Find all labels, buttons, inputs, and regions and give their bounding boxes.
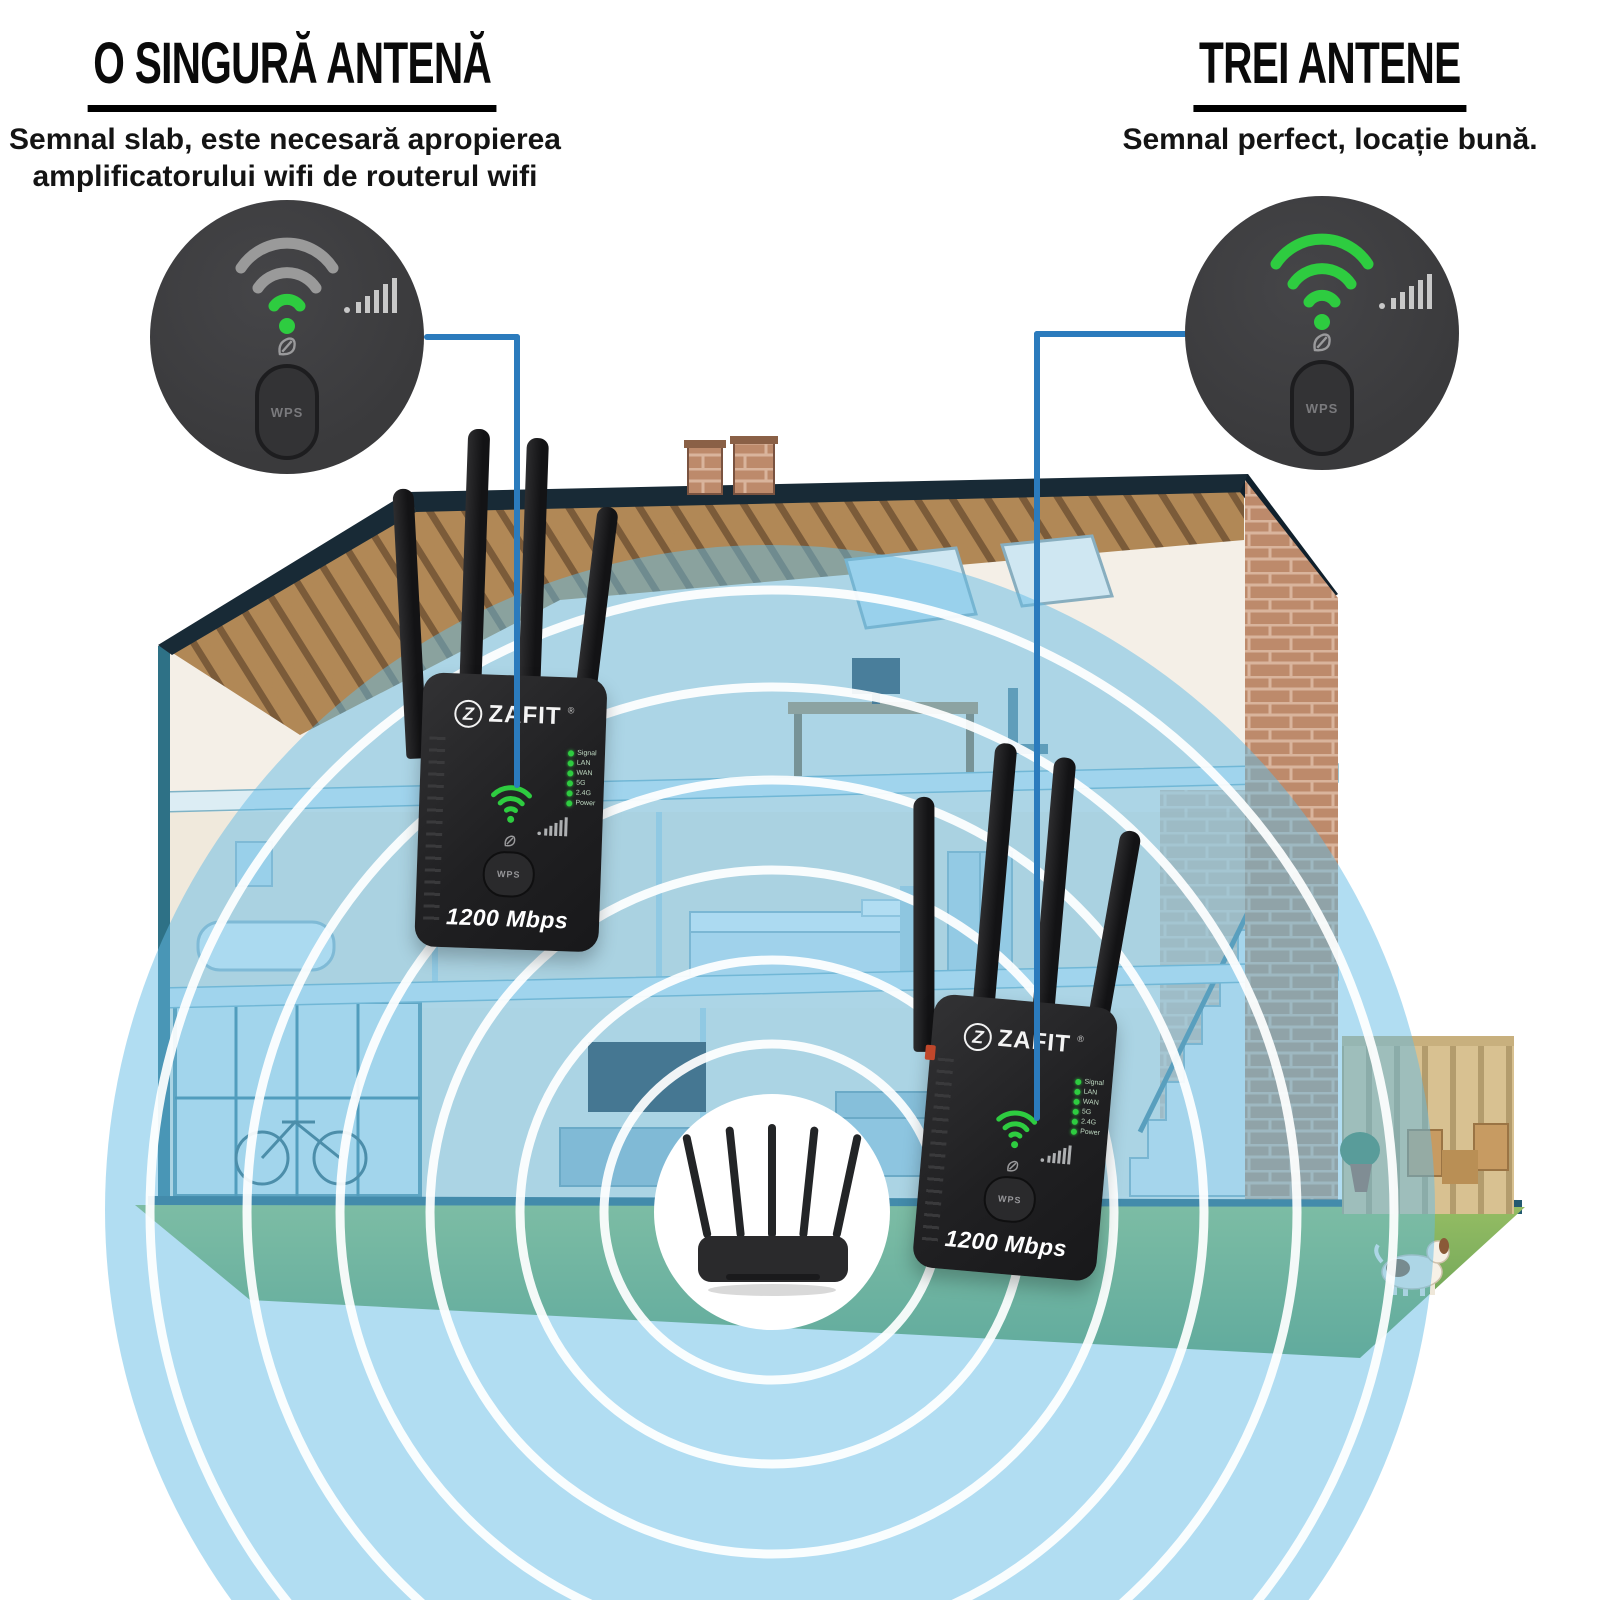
led-indicator: 2.4G (1071, 1118, 1101, 1127)
chimney (733, 441, 775, 495)
signal-bars-icon (1379, 274, 1432, 309)
trademark-symbol: ® (1076, 1033, 1085, 1045)
wifi-ripple-ring (335, 775, 1209, 1600)
vent-grille (921, 1057, 954, 1249)
wifi-router (654, 1094, 890, 1330)
led-indicator: Power (1070, 1128, 1101, 1138)
zafit-logo-icon: Z (962, 1021, 994, 1053)
wifi-ripple-ring (145, 585, 1399, 1600)
wps-button: WPS (481, 850, 536, 899)
led-indicator: WAN (1073, 1098, 1102, 1107)
zafit-logo-icon: Z (454, 699, 483, 729)
left-subtitle-line2: amplificatorului wifi de routerul wifi (32, 159, 538, 193)
speed-label: 1200 Mbps (943, 1224, 1068, 1262)
status-callout-strong-signal: WPS (1185, 196, 1459, 470)
led-label: LAN (576, 759, 591, 768)
wifi-ripple-ring (425, 865, 1119, 1559)
led-label: Power (1079, 1128, 1101, 1138)
status-callout-weak-signal: WPS (150, 200, 424, 474)
leaf-icon (1007, 1160, 1019, 1172)
led-indicator: Power (566, 799, 595, 807)
signal-bars-icon (537, 817, 568, 837)
connector-line-left-vertical (514, 334, 520, 788)
led-label: 5G (576, 779, 586, 787)
led-indicator: 5G (1072, 1108, 1102, 1117)
left-subtitle-line1: Semnal slab, este necesară apropierea (9, 123, 561, 156)
speed-label: 1200 Mbps (445, 903, 569, 934)
leaf-icon (504, 835, 516, 847)
chimney-cap (684, 440, 726, 448)
extender-body: Z ZAFIT ® Signal LAN WAN 5G 2.4G Power (911, 993, 1119, 1283)
led-indicator: 2.4G (566, 789, 596, 798)
zafit-logo: Z ZAFIT ® (931, 1019, 1117, 1063)
connector-line-right-vertical (1034, 331, 1040, 1121)
brand-name: ZAFIT (488, 700, 562, 731)
connector-line-left-horizontal (424, 334, 520, 340)
trademark-symbol: ® (567, 705, 575, 716)
right-subtitle: Semnal perfect, locație bună. (1122, 123, 1538, 156)
wps-button: WPS (255, 364, 319, 460)
wps-label: WPS (1305, 400, 1339, 416)
led-label: Signal (1084, 1078, 1105, 1088)
wifi-signal-icon (996, 1110, 1038, 1149)
led-indicator: 5G (567, 779, 596, 787)
led-indicator: LAN (567, 759, 597, 768)
wifi-signal-icon (1270, 233, 1374, 330)
leaf-icon (278, 337, 296, 356)
led-label: WAN (576, 769, 593, 778)
leaf-icon (1313, 333, 1331, 352)
fence-rail (1342, 1036, 1514, 1046)
led-label: LAN (1083, 1088, 1098, 1097)
roof-left-slope (158, 492, 416, 655)
led-label: WAN (1082, 1098, 1100, 1107)
wps-label: WPS (496, 868, 521, 880)
signal-bars-icon (1040, 1145, 1072, 1165)
right-header-panel: TREI ANTENE Semnal perfect, locație bună… (1070, 30, 1590, 159)
wifi-signal-icon (491, 785, 532, 823)
left-subtitle: Semnal slab, este necesară apropierea am… (0, 122, 570, 195)
wifi-extender-device-left: Z ZAFIT ® Signal LAN WAN 5G 2.4G Power (386, 426, 619, 963)
left-title: O SINGURĂ ANTENĂ (87, 30, 497, 112)
wps-label: WPS (270, 404, 304, 420)
led-label: Signal (577, 749, 597, 758)
wifi-signal-icon (235, 237, 339, 334)
led-label: Power (575, 799, 596, 808)
right-title: TREI ANTENE (1193, 30, 1467, 112)
roof-ridge (408, 474, 1252, 512)
chimney (687, 445, 723, 495)
wifi-ripple-ring (242, 682, 1302, 1600)
antenna (913, 796, 935, 1052)
chimney-cap (730, 436, 778, 444)
garden-table (1442, 1150, 1478, 1184)
connector-line-right-horizontal (1034, 331, 1190, 337)
wps-button: WPS (981, 1174, 1038, 1225)
roof-slat-ceiling (168, 484, 1244, 735)
left-header-panel: O SINGURĂ ANTENĂ Semnal slab, este neces… (0, 30, 570, 195)
wps-button: WPS (1290, 360, 1354, 456)
vent-grille (422, 736, 446, 927)
led-label: 2.4G (1080, 1118, 1097, 1127)
wps-label: WPS (997, 1193, 1022, 1206)
led-label: 2.4G (575, 789, 592, 798)
led-indicator: WAN (567, 769, 596, 777)
wifi-extender-device-right: Z ZAFIT ® Signal LAN WAN 5G 2.4G Power (881, 737, 1144, 1314)
led-indicator: Signal (1075, 1078, 1104, 1087)
led-label: 5G (1081, 1108, 1092, 1117)
signal-bars-icon (344, 278, 397, 313)
garden-chair (1473, 1123, 1509, 1171)
led-status-column: Signal LAN WAN 5G 2.4G Power (566, 749, 597, 807)
led-indicator: Signal (568, 749, 597, 757)
extender-body: Z ZAFIT ® Signal LAN WAN 5G 2.4G Power (414, 672, 608, 953)
led-indicator: LAN (1074, 1088, 1103, 1097)
led-status-column: Signal LAN WAN 5G 2.4G Power (1070, 1078, 1105, 1138)
skylight-window (999, 534, 1115, 608)
